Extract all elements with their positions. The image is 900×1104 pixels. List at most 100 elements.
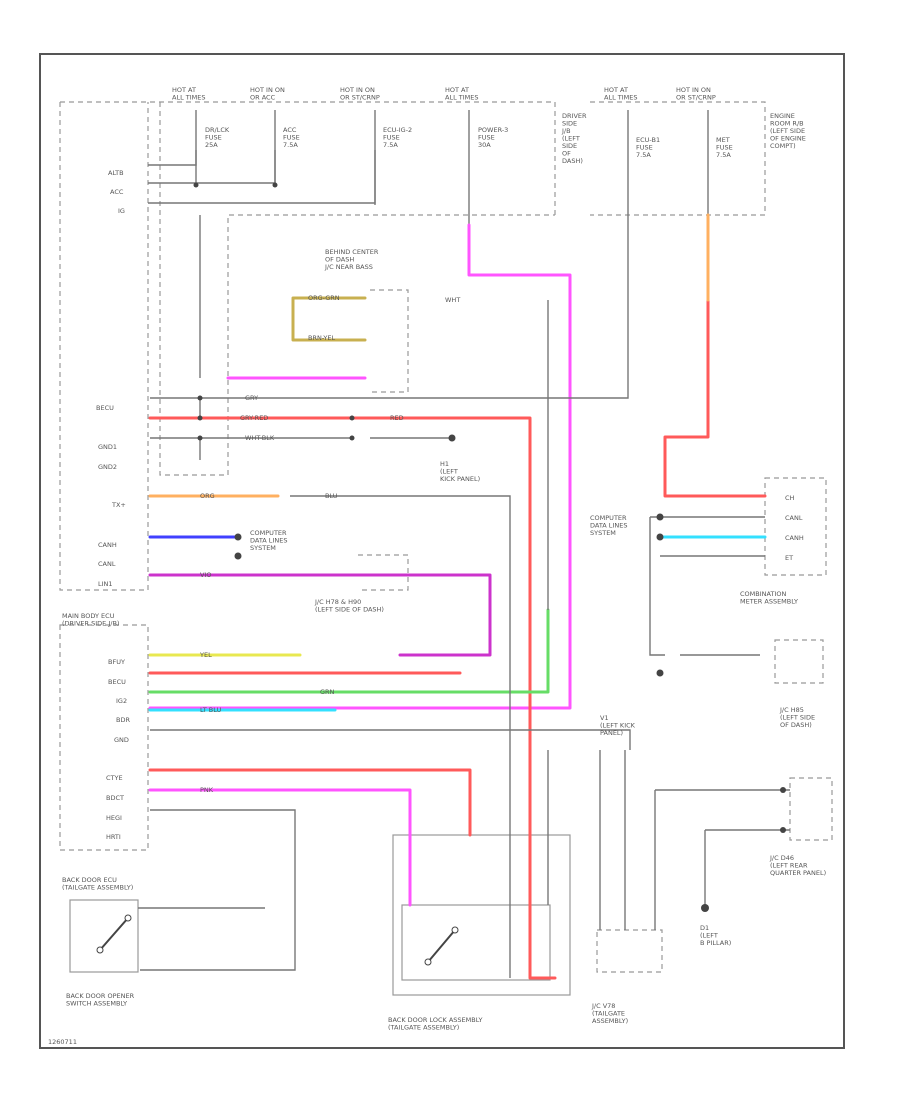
jb-inner-outline (159, 102, 555, 476)
combination-meter-outline (764, 477, 827, 576)
wire-label: WHT-BLK (245, 434, 275, 442)
pin-label: CANL (98, 560, 116, 568)
driver-jb-outline (59, 102, 149, 591)
pin-label: BFUY (108, 658, 125, 666)
pin-label: CANL (785, 514, 803, 522)
back-door-ecu-label: BACK DOOR ECU(TAILGATE ASSEMBLY) (62, 876, 133, 891)
pin-label: GND1 (98, 443, 117, 451)
pin-label: BDCT (106, 794, 124, 802)
wire-purple-lin (148, 573, 492, 657)
wire-label: ORG (200, 492, 215, 500)
wire-label: GRN (320, 688, 335, 696)
wire-color-labels: GRY RED WHT-BLK ORG BLU WHT YEL GRN LT B… (199, 294, 460, 794)
wire-label: GRY (245, 394, 258, 402)
pin-label: BDR (116, 716, 130, 724)
jc-center-label: J/C H78 & H90(LEFT SIDE OF DASH) (314, 598, 384, 613)
opener-switch-box (69, 899, 139, 973)
main-body-ecu-outline (59, 624, 149, 851)
ground-dot (448, 434, 456, 442)
junction-dots (193, 182, 786, 912)
pin-label: CTYE (106, 774, 123, 782)
wire-label: PNK (200, 786, 214, 794)
wire-label: LT BLU (200, 706, 222, 714)
wire-red-ctye (148, 768, 472, 837)
wire-label: BLU (325, 492, 338, 500)
pin-label: HEGI (106, 814, 122, 822)
pin-label: HRTI (106, 833, 121, 841)
pin-label: GND (114, 736, 129, 744)
wire-pink-main (148, 223, 572, 710)
pin-label: CANH (98, 541, 117, 549)
back-door-lock-box (392, 834, 571, 996)
lock-motor-box (401, 904, 551, 981)
pin-label: TX+ (111, 501, 126, 509)
wire-red-becu (148, 416, 557, 980)
wire-pink-bdct (148, 788, 412, 907)
fuse-block-outline (60, 101, 766, 216)
wire-label: GRY-RED (240, 414, 268, 422)
pin-label: CANH (785, 534, 804, 542)
pin-label: CH (785, 494, 795, 502)
ground-d1-dot (701, 904, 709, 912)
wire-label: WHT (445, 296, 460, 304)
main-body-ecu-label: MAIN BODY ECU(DRIVER SIDE J/B) (62, 612, 119, 627)
wire-label: VIO (200, 571, 211, 579)
pin-label: ALTB (108, 169, 124, 177)
pin-label: LIN1 (98, 580, 113, 588)
back-door-lock-label: BACK DOOR LOCK ASSEMBLY(TAILGATE ASSEMBL… (388, 1016, 482, 1031)
pin-labels: ALTB ACC IG BECU GND1 GND2 TX+ CANH CANL… (96, 169, 804, 841)
wire-red-meter (663, 298, 767, 498)
gray-wires (138, 215, 790, 978)
lock-switch-icon (424, 926, 459, 966)
pin-label: GND2 (98, 463, 117, 471)
jc-h85-outline (774, 639, 824, 684)
pin-label: BECU (96, 404, 114, 412)
pin-label: IG (118, 207, 125, 215)
fuse-lines (148, 110, 709, 225)
wire-label: BRN-YEL (308, 334, 335, 342)
jc-v78-outline (596, 929, 663, 973)
pin-label: IG2 (116, 697, 127, 705)
figure-number: 1260711 (48, 1038, 77, 1046)
wire-label: YEL (199, 651, 212, 659)
jc-h78-outline (358, 554, 409, 591)
wire-olive-loop (291, 296, 367, 342)
pin-label: ACC (110, 188, 124, 196)
diagram-frame (39, 53, 845, 1049)
wire-label: RED (390, 414, 404, 422)
wire-label: ORG-GRN (308, 294, 340, 302)
pin-label: BECU (108, 678, 126, 686)
behind-center-jc-outline (370, 289, 409, 393)
opener-switch-icon (96, 914, 132, 954)
wire-group (148, 213, 767, 980)
